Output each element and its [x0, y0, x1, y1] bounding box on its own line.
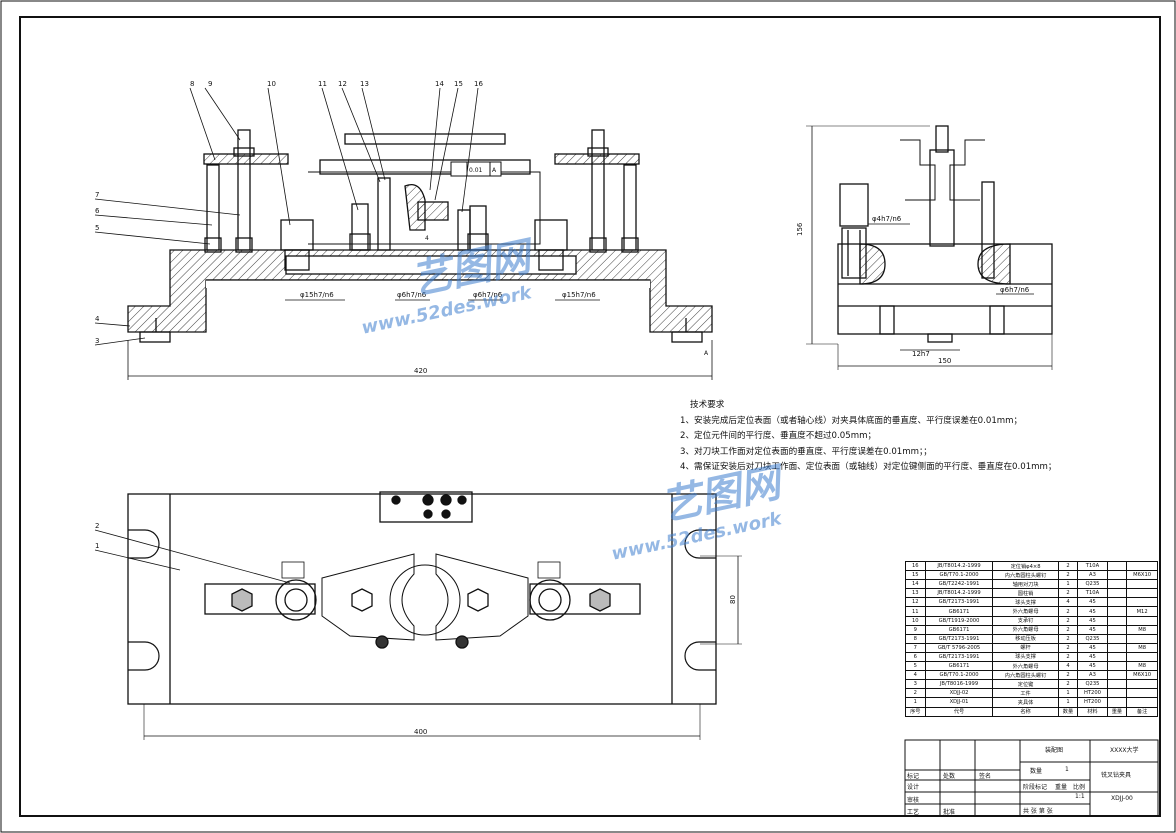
side-view-labels: 156 150 12h7 φ4h7/n6 φ6h7/n6 — [796, 215, 1030, 365]
scale-label: 比例 — [1073, 784, 1086, 791]
tol-datum: A — [492, 167, 497, 174]
product-name: 铣叉钻夹具 — [1101, 772, 1132, 779]
side-view — [806, 125, 1053, 370]
drawing-type: 装配图 — [1045, 747, 1064, 754]
top-width-dim: 400 — [414, 728, 427, 736]
gap-4: 4 — [425, 235, 429, 242]
balloon-4: 4 — [95, 315, 100, 323]
title-block: 装配图 XXXX大学 铣叉钻夹具 XDJJ-00 数量 1 阶段标记 重量 比例… — [905, 740, 1158, 816]
technical-requirements: 技术要求 1、安装完成后定位表面（或者轴心线）对夹具体底面的垂直度、平行度误差在… — [680, 398, 1057, 476]
tech-heading: 技术要求 — [690, 400, 725, 410]
mark-label: 标记 — [907, 773, 920, 780]
sheets-label: 共 张 第 张 — [1023, 808, 1053, 815]
base-plate — [127, 493, 717, 705]
fit-15-left: φ15h7/n6 — [300, 291, 334, 299]
left-clamp-plate — [203, 153, 289, 165]
balloon-13: 13 — [360, 80, 369, 88]
balloon-5: 5 — [95, 224, 99, 232]
school-name: XXXX大学 — [1110, 747, 1139, 754]
side-height-dim: 156 — [796, 222, 804, 236]
tech-item: 2、定位元件间的平行度、垂直度不超过0.05mm； — [680, 431, 877, 441]
front-view-labels: 8 9 10 11 12 13 14 15 16 7 6 5 4 3 420 φ… — [95, 80, 709, 375]
fit-15-right: φ15h7/n6 — [562, 291, 596, 299]
scale-value: 1:1 — [1075, 793, 1085, 800]
fit-6-right: φ6h7/n6 — [473, 291, 503, 299]
tol-value: 0.01 — [469, 167, 483, 174]
balloon-12: 12 — [338, 80, 347, 88]
side-key-dim: 12h7 — [912, 350, 930, 358]
front-view — [94, 87, 713, 380]
workpiece-outline — [308, 171, 541, 245]
craft-label: 工艺 — [907, 809, 920, 816]
balloon-15: 15 — [454, 80, 463, 88]
weight-label: 重量 — [1055, 784, 1068, 791]
bom-header-mat: 材料 — [1077, 706, 1108, 717]
top-view — [94, 491, 742, 740]
stage-label: 阶段标记 — [1023, 784, 1048, 791]
balloon-8: 8 — [190, 80, 194, 88]
front-width-dim: 420 — [414, 367, 427, 375]
tech-item: 4、需保证安装后对刀块工作面、定位表面（或轴线）对定位键侧面的平行度、垂直度在0… — [680, 462, 1057, 472]
drawing-number: XDJJ-00 — [1111, 795, 1133, 802]
tech-item: 3、对刀块工作面对定位表面的垂直度、平行度误差在0.01mm；； — [680, 446, 932, 457]
balloon-11: 11 — [318, 80, 327, 88]
tech-item: 1、安装完成后定位表面（或者轴心线）对夹具体底面的垂直度、平行度误差在0.01m… — [680, 415, 1023, 426]
balloon-9: 9 — [208, 80, 212, 88]
count-label: 处数 — [943, 773, 956, 780]
bom-header-name: 名称 — [992, 706, 1059, 717]
datum-a: A — [704, 350, 709, 357]
fit-4: φ4h7/n6 — [872, 215, 902, 223]
balloon-1: 1 — [95, 542, 99, 550]
bom-header-note: 备注 — [1126, 706, 1158, 717]
left-clamp-top — [204, 583, 316, 615]
approve-label: 批准 — [943, 809, 956, 816]
side-width-dim: 150 — [938, 357, 951, 365]
design-label: 设计 — [907, 784, 920, 791]
top-height-dim: 80 — [729, 595, 737, 604]
balloon-14: 14 — [435, 80, 444, 88]
inner-frame — [19, 16, 1161, 817]
fit-6-left: φ6h7/n6 — [397, 291, 427, 299]
balloon-2: 2 — [95, 522, 99, 530]
qty-label: 数量 — [1030, 768, 1043, 775]
balloon-16: 16 — [474, 80, 483, 88]
top-view-labels: 400 80 2 1 — [95, 522, 737, 736]
check-label: 审核 — [907, 797, 920, 804]
balloon-10: 10 — [267, 80, 276, 88]
qty-value: 1 — [1065, 766, 1069, 773]
balloon-6: 6 — [95, 207, 100, 215]
sign-label: 签名 — [979, 773, 992, 780]
right-clamp-plate — [554, 153, 640, 165]
bom-header-row: 序号 代号 名称 数量 材料 重量 备注 — [905, 706, 1158, 717]
balloon-3: 3 — [95, 337, 99, 345]
fit-6-side: φ6h7/n6 — [1000, 286, 1030, 294]
balloon-7: 7 — [95, 191, 99, 199]
